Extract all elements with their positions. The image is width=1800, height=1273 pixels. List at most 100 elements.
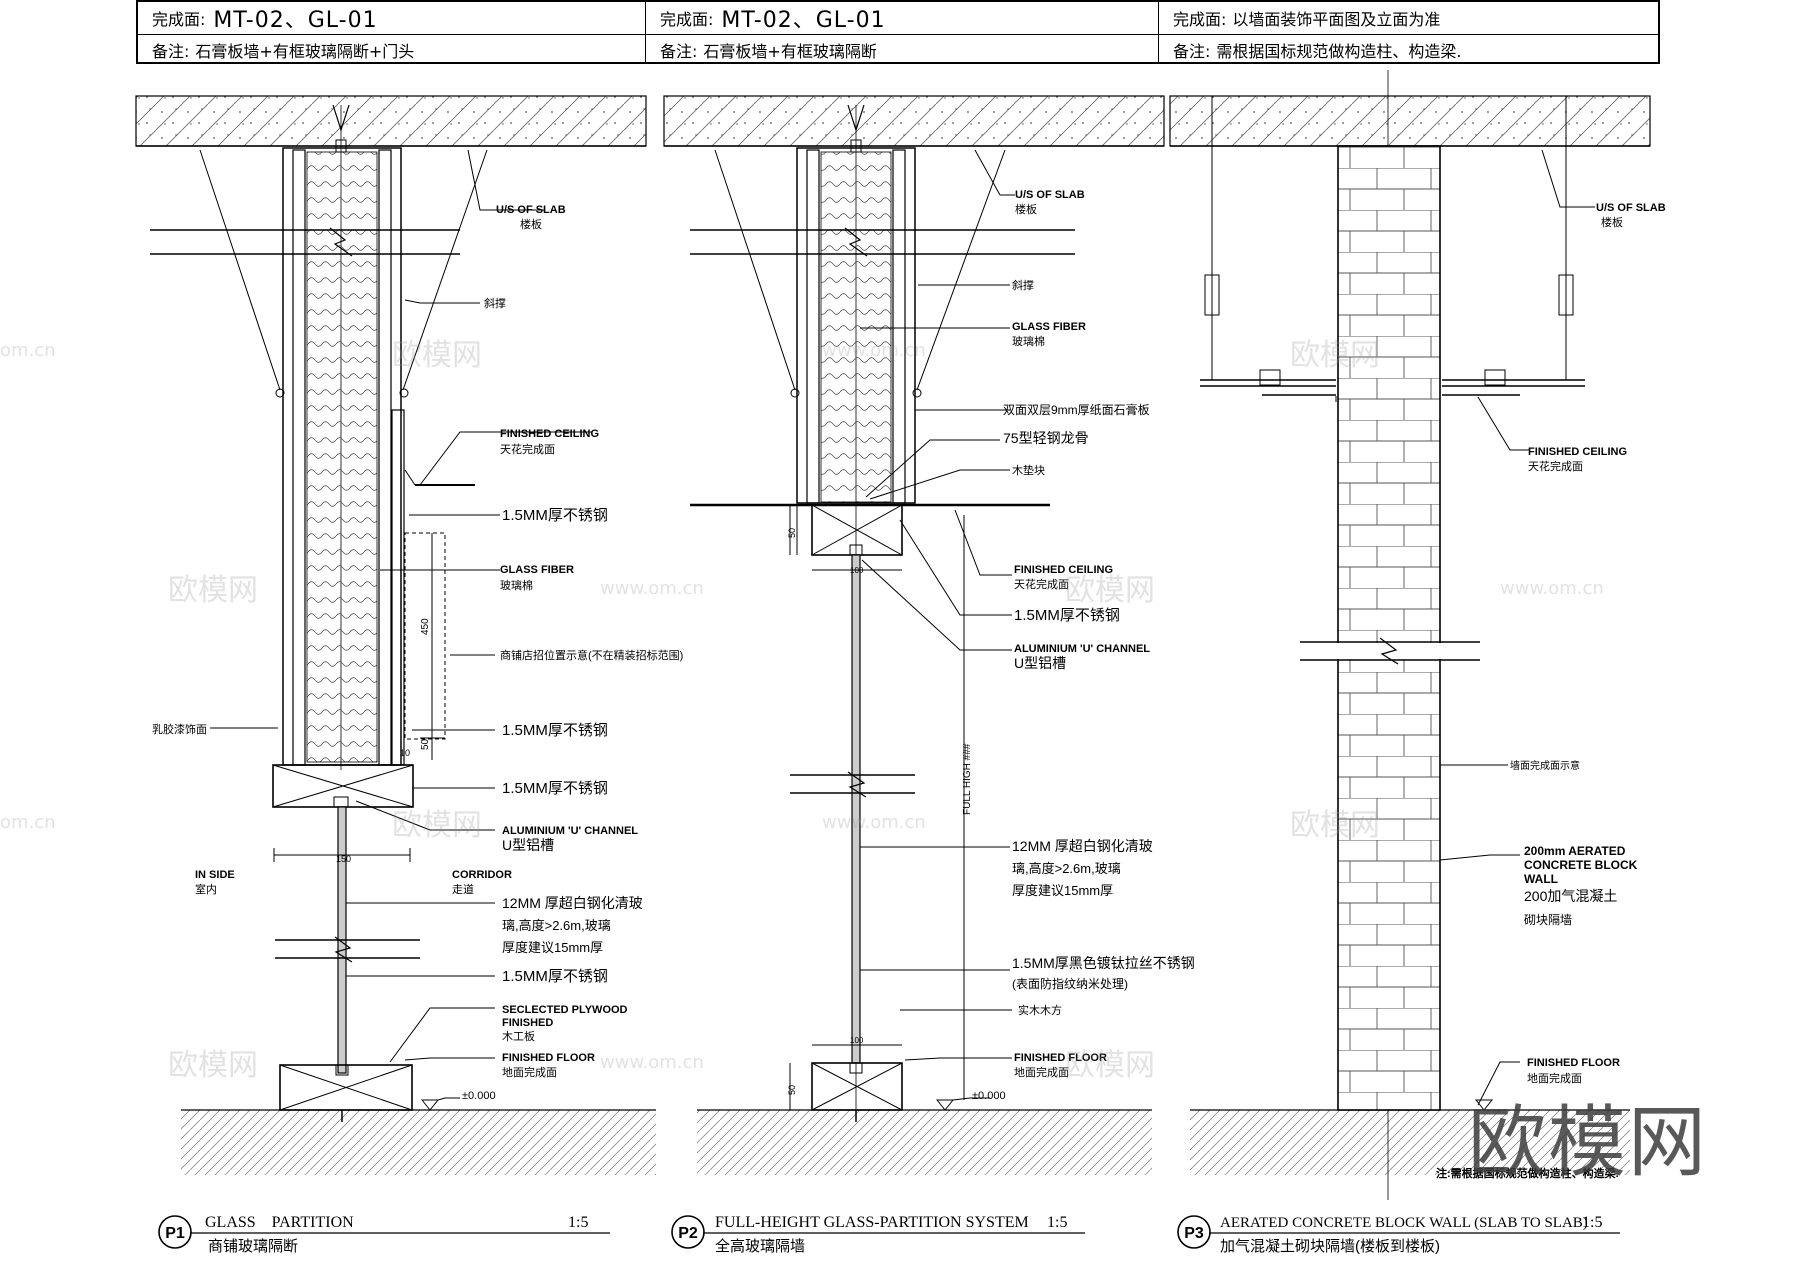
p1-ground — [181, 1110, 656, 1175]
p3-block-cn-2: 砌块隔墙 — [1524, 913, 1572, 927]
p2-slab-label-cn: 楼板 — [1015, 202, 1037, 216]
title-block: 完成面: MT-02、GL-01 完成面: MT-02、GL-01 完成面: 以墙面装… — [136, 0, 1660, 64]
p1-dim-10: 10 — [400, 748, 410, 758]
p3-title-block: P3 AERATED CONCRETE BLOCK WALL (SLAB TO … — [1177, 1214, 1620, 1255]
note-label: 备注: — [152, 41, 190, 61]
p3-block-en-3: WALL — [1524, 872, 1558, 886]
p2-ss-black-2: (表面防指纹纳米处理) — [1012, 976, 1128, 991]
p1-corridor-cn: 走道 — [452, 882, 474, 896]
p1-brace-label: 斜撑 — [484, 296, 506, 310]
p3-block-en-1: 200mm AERATED — [1524, 844, 1626, 858]
p1-level-mark: ±0.000 — [462, 1090, 496, 1102]
p1-paint-label: 乳胶漆饰面 — [152, 722, 207, 736]
finish-cell-p1: 完成面: MT-02、GL-01 — [138, 2, 646, 35]
note-value: 石膏板墙+有框玻璃隔断 — [703, 41, 877, 61]
p1-sign-label: 商铺店招位置示意(不在精装招标范围) — [500, 648, 683, 662]
finish-label: 完成面: — [1173, 10, 1227, 29]
p1-ss-label-3: 1.5MM厚不锈钢 — [502, 780, 608, 797]
p1-slab — [135, 95, 647, 147]
p1-glass-fiber-fill — [306, 151, 378, 763]
p2-dim-50-bottom: 50 — [787, 1085, 797, 1095]
p1-ceiling-label-cn: 天花完成面 — [500, 442, 555, 456]
p2-slab-label-en: U/S OF SLAB — [1015, 189, 1085, 201]
brand-watermark: 欧模网 — [1467, 1098, 1708, 1188]
note-label: 备注: — [660, 41, 698, 61]
p1-floor-cn: 地面完成面 — [502, 1065, 557, 1079]
p1-alu-channel-cn: U型铝槽 — [502, 837, 554, 853]
p1-title-block: P1 GLASS PARTITION 1:5 商铺玻璃隔断 — [158, 1214, 610, 1255]
finish-value: MT-02、GL-01 — [721, 8, 886, 33]
p2-ss-black-1: 1.5MM厚黑色镀钛拉丝不锈钢 — [1012, 955, 1195, 971]
p3-title-cn: 加气混凝土砌块隔墙(楼板到楼板) — [1220, 1237, 1440, 1255]
p2-tag: P2 — [678, 1225, 698, 1242]
finish-value: 以墙面装饰平面图及立面为准 — [1232, 10, 1441, 29]
p1-plywood-cn: 木工板 — [502, 1029, 535, 1043]
p3-floor-cn: 地面完成面 — [1527, 1071, 1582, 1085]
p1-scale: 1:5 — [568, 1214, 588, 1231]
p1-alu-channel-en: ALUMINIUM 'U' CHANNEL — [502, 825, 638, 837]
p3-block-en-2: CONCRETE BLOCK — [1524, 858, 1638, 872]
p3-title-en: AERATED CONCRETE BLOCK WALL (SLAB TO SLA… — [1220, 1215, 1588, 1231]
p3-section: U/S OF SLAB 楼板 FINISHED CEILING 天花完成面 墙面… — [1169, 70, 1666, 1200]
p2-level-mark: ±0.000 — [972, 1090, 1006, 1102]
p2-glass-fiber-cn: 玻璃棉 — [1012, 334, 1045, 348]
p3-block-cn-1: 200加气混凝土 — [1524, 888, 1617, 904]
p1-floor-en: FINISHED FLOOR — [502, 1052, 595, 1064]
p2-title-cn: 全高玻璃隔墙 — [715, 1237, 805, 1255]
p1-plywood-en-1: SECLECTED PLYWOOD — [502, 1004, 628, 1016]
p3-ground — [1190, 1110, 1630, 1175]
finish-cell-p3: 完成面: 以墙面装饰平面图及立面为准 — [1159, 2, 1658, 35]
p1-ceiling-label-en: FINISHED CEILING — [500, 428, 599, 440]
note-value: 石膏板墙+有框玻璃隔断+门头 — [195, 41, 415, 61]
p2-glass-fiber-fill — [820, 151, 892, 503]
p1-glass-fiber-en: GLASS FIBER — [500, 564, 574, 576]
p2-glass-pane — [851, 554, 861, 1064]
p1-title-en: GLASS PARTITION — [205, 1214, 354, 1231]
p3-slab-label-en: U/S OF SLAB — [1596, 202, 1666, 214]
note-cell-p2: 备注:石膏板墙+有框玻璃隔断 — [646, 35, 1159, 64]
p1-ss-label-2: 1.5MM厚不锈钢 — [502, 722, 608, 739]
p1-section: U/S OF SLAB 楼板 斜撑 FINISHED CEILING 天花完成面… — [135, 95, 683, 1175]
p2-wood-label: 木垫块 — [1012, 463, 1045, 477]
p1-inside-en: IN SIDE — [195, 869, 235, 881]
p3-block-wall — [1337, 145, 1441, 1111]
p2-slab — [663, 95, 1165, 147]
p1-inside-cn: 室内 — [195, 882, 217, 896]
p2-ground — [697, 1110, 1152, 1175]
p2-glass-spec-2: 璃,高度>2.6m,玻璃 — [1012, 861, 1121, 876]
p1-dim-50: 50 — [420, 738, 431, 750]
p3-ceiling-label-en: FINISHED CEILING — [1528, 446, 1627, 458]
p2-dim-100-bottom: 100 — [850, 1036, 864, 1045]
p2-wall-frame — [796, 147, 916, 504]
p1-glass-spec-2: 璃,高度>2.6m,玻璃 — [502, 918, 611, 933]
p2-ceiling-label-en: FINISHED CEILING — [1014, 564, 1113, 576]
p2-glass-spec-1: 12MM 厚超白钢化清玻 — [1012, 838, 1153, 854]
p2-alu-channel-cn: U型铝槽 — [1014, 655, 1066, 671]
p2-brace-label: 斜撑 — [1012, 278, 1034, 292]
p1-glass-spec-3: 厚度建议15mm厚 — [502, 940, 603, 955]
p2-keel-label: 75型轻钢龙骨 — [1003, 430, 1089, 446]
finish-value: MT-02、GL-01 — [213, 8, 378, 33]
p1-tag: P1 — [165, 1225, 185, 1242]
p1-slab-label-en: U/S OF SLAB — [496, 204, 566, 216]
p3-tag: P3 — [1184, 1225, 1204, 1242]
p2-floor-cn: 地面完成面 — [1014, 1065, 1069, 1079]
p3-ceiling-label-cn: 天花完成面 — [1528, 459, 1583, 473]
p3-slab-label-cn: 楼板 — [1601, 215, 1623, 229]
finish-label: 完成面: — [152, 10, 206, 29]
p2-full-high-dim: FULL HIGH ### — [962, 743, 973, 815]
p2-glass-spec-3: 厚度建议15mm厚 — [1012, 883, 1113, 898]
p2-ceiling-label-cn: 天花完成面 — [1014, 577, 1069, 591]
p3-floor-en: FINISHED FLOOR — [1527, 1057, 1620, 1069]
p2-dim-100-top: 100 — [850, 566, 864, 575]
p2-title-en: FULL-HEIGHT GLASS-PARTITION SYSTEM — [715, 1214, 1029, 1231]
p1-corridor-en: CORRIDOR — [452, 869, 512, 881]
p3-wall-finish-label: 墙面完成面示意 — [1510, 759, 1580, 772]
p1-title-cn: 商铺玻璃隔断 — [208, 1238, 298, 1255]
p2-ss-label: 1.5MM厚不锈钢 — [1014, 607, 1120, 624]
p2-board-label: 双面双层9mm厚纸面石膏板 — [1003, 402, 1150, 417]
note-value: 需根据国标规范做构造柱、构造梁. — [1216, 41, 1462, 61]
p1-dim-450: 450 — [420, 618, 431, 635]
p1-dim-150: 150 — [336, 854, 351, 864]
p3-scale: 1:5 — [1582, 1214, 1602, 1231]
